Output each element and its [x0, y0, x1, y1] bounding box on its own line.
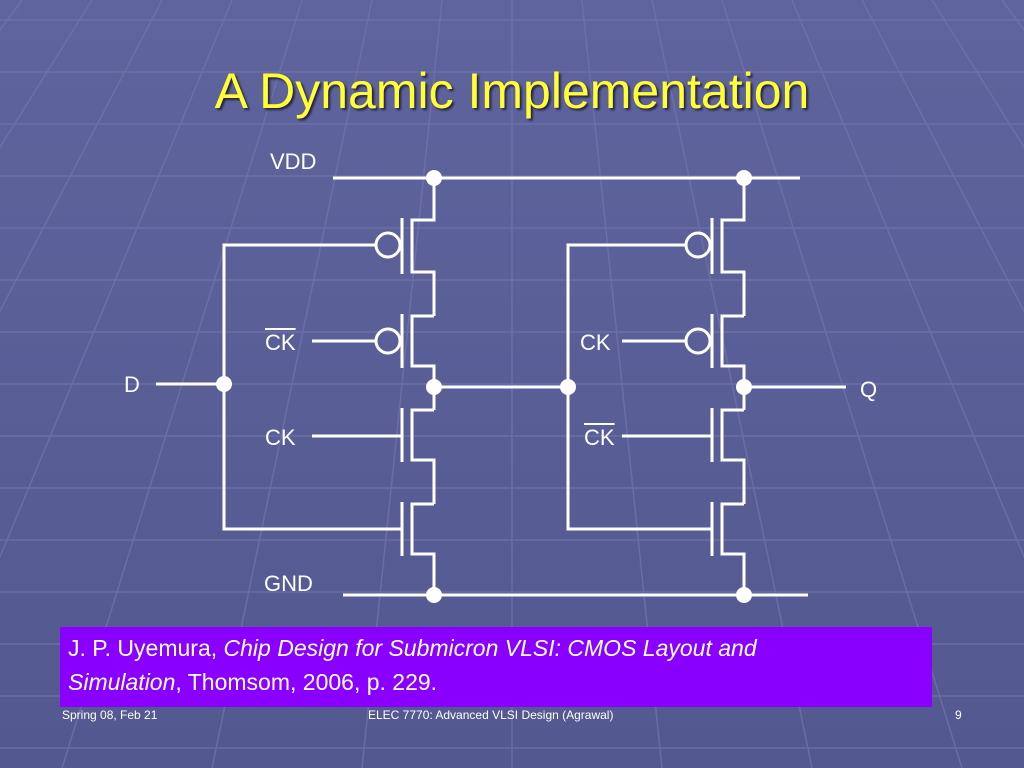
stage2-ck-bar-label: CK: [584, 425, 615, 450]
bubble: [684, 231, 712, 259]
slide-number: 9: [955, 708, 962, 722]
bubble: [374, 231, 402, 259]
citation-book-title-2: Simulation: [68, 669, 176, 695]
junction-dot: [426, 587, 442, 603]
junction-dot: [736, 379, 752, 395]
q-output-label: Q: [860, 377, 878, 402]
stage1-pmos-top: [410, 178, 436, 316]
junction-dot: [736, 170, 752, 186]
footer-course: ELEC 7770: Advanced VLSI Design (Agrawal…: [368, 708, 614, 722]
slide-title: A Dynamic Implementation: [214, 63, 810, 119]
stage1-nmos-ck: [410, 408, 436, 504]
stage2-pmos-top: [720, 178, 746, 316]
citation-author: J. P. Uyemura,: [68, 635, 224, 661]
stage1-pmos-ck: [410, 314, 436, 410]
stage1-ck-bar-label: CK: [265, 330, 296, 355]
d-input-wire: [222, 243, 402, 531]
citation-box: J. P. Uyemura, Chip Design for Submicron…: [60, 627, 932, 707]
junction-dot: [426, 170, 442, 186]
stage2-nmos-bottom: [720, 502, 746, 595]
stage2-nmos-ck: [720, 408, 746, 504]
junction-dot: [426, 379, 442, 395]
stage2-ck-label: CK: [580, 330, 611, 355]
gnd-label: GND: [264, 571, 313, 596]
citation-book-title-1: Chip Design for Submicron VLSI: CMOS Lay…: [223, 635, 757, 661]
footer-date: Spring 08, Feb 21: [62, 708, 158, 722]
bubble: [684, 327, 712, 355]
vdd-label: VDD: [270, 149, 317, 174]
junction-dot: [736, 587, 752, 603]
stage1-nmos-bottom: [410, 502, 436, 595]
junction-dot: [216, 376, 232, 392]
stage1-ck-label: CK: [265, 425, 296, 450]
stage2-pmos-ck: [720, 314, 746, 410]
d-input-label: D: [124, 372, 140, 397]
bubble: [374, 327, 402, 355]
junction-dot: [560, 379, 576, 395]
citation-publisher: , Thomsom, 2006, p. 229.: [175, 669, 438, 695]
